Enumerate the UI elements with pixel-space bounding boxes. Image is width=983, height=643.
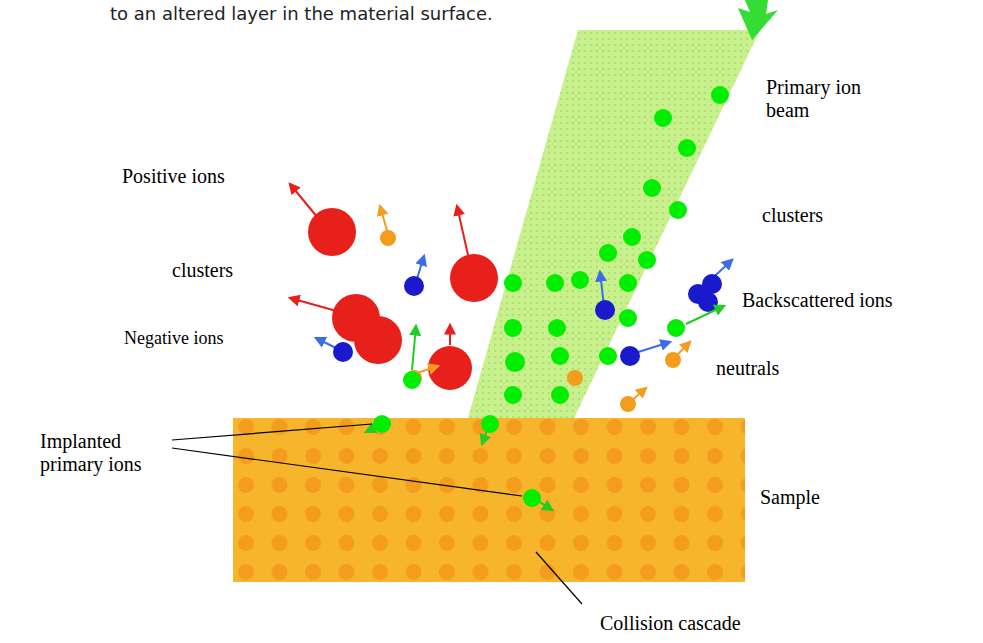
- negative-ions: [333, 274, 722, 366]
- label: Positive ions: [122, 165, 282, 188]
- label: clusters: [762, 204, 882, 227]
- implanted-ions: [373, 415, 541, 507]
- label: Sample: [760, 486, 880, 509]
- label: Collision cascade: [600, 612, 800, 635]
- backscattered-ions: [403, 319, 685, 389]
- label: clusters: [172, 259, 292, 282]
- beam-arrow: [738, 0, 778, 40]
- label: to an altered layer in the material surf…: [110, 2, 570, 25]
- sample-atoms: [233, 418, 745, 582]
- label: neutrals: [716, 357, 836, 380]
- label: Backscattered ions: [742, 289, 962, 312]
- label: Implanted primary ions: [40, 430, 170, 476]
- label: Primary ion beam: [766, 76, 896, 122]
- sample-block: [233, 418, 745, 582]
- leader-lines: [172, 424, 582, 604]
- neutrals: [380, 230, 681, 412]
- label: Negative ions: [124, 327, 294, 350]
- beam-ions: [504, 86, 729, 404]
- positive-ions: [308, 208, 498, 390]
